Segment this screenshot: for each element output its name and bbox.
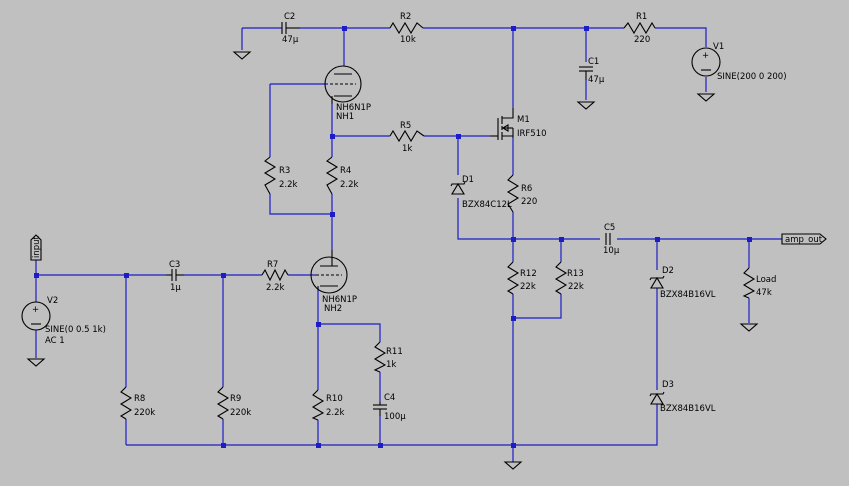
tube-nh1[interactable]: NH6N1P NH1	[324, 65, 371, 122]
d2-value: BZX84B16VL	[660, 290, 716, 300]
r13-value: 22k	[568, 282, 584, 292]
d3-name: D3	[662, 380, 674, 390]
v2-name: V2	[47, 296, 58, 306]
nh2-name: NH2	[324, 304, 342, 314]
resistor-r3[interactable]: R3 2.2k	[263, 156, 298, 195]
resistor-r13[interactable]: R13 22k	[554, 261, 584, 295]
resistor-r2[interactable]: R2 10k	[389, 12, 424, 45]
r2-name: R2	[400, 12, 411, 22]
c4-value: 100µ	[384, 412, 406, 422]
r6-value: 220	[521, 197, 537, 207]
capacitor-c2[interactable]: C2 47µ	[281, 12, 300, 45]
resistor-load[interactable]: Load 47k	[742, 267, 776, 299]
r1-value: 220	[634, 35, 650, 45]
tube-nh2[interactable]: NH6N1P NH2	[310, 250, 357, 314]
c5-name: C5	[604, 223, 615, 233]
c2-value: 47µ	[282, 35, 299, 45]
wires	[35, 27, 782, 462]
capacitor-c3[interactable]: C3 1µ	[166, 260, 184, 293]
port-input[interactable]: input	[30, 234, 42, 261]
c3-name: C3	[169, 260, 180, 270]
input-label: input	[32, 235, 42, 258]
voltage-source-v2[interactable]: + V2 SINE(0 0.5 1k) AC 1	[21, 296, 106, 346]
r9-value: 220k	[230, 408, 251, 418]
v1-plus: +	[702, 51, 709, 61]
r13-name: R13	[567, 269, 584, 279]
amp-out-label: amp_out	[785, 235, 823, 245]
resistor-r4[interactable]: R4 2.2k	[325, 156, 359, 195]
r11-name: R11	[386, 347, 403, 357]
r4-value: 2.2k	[340, 180, 359, 190]
c1-value: 47µ	[588, 75, 605, 85]
r10-name: R10	[326, 394, 343, 404]
nh1-name: NH1	[336, 112, 354, 122]
r8-name: R8	[134, 394, 145, 404]
voltage-source-v1[interactable]: + V1 SINE(200 0 200)	[691, 42, 787, 82]
v2-ac: AC 1	[45, 336, 65, 346]
c2-name: C2	[284, 12, 295, 22]
v2-value: SINE(0 0.5 1k)	[45, 325, 106, 335]
capacitor-c1[interactable]: C1 47µ	[579, 57, 605, 85]
r10-value: 2.2k	[326, 408, 345, 418]
m1-value: IRF510	[517, 129, 547, 139]
zener-d2[interactable]: D2 BZX84B16VL	[649, 266, 716, 300]
c4-name: C4	[384, 393, 395, 403]
r4-name: R4	[340, 166, 351, 176]
capacitor-c4[interactable]: C4 100µ	[373, 393, 406, 422]
resistor-r10[interactable]: R10 2.2k	[311, 389, 345, 421]
d2-name: D2	[662, 266, 674, 276]
v1-value: SINE(200 0 200)	[717, 72, 787, 82]
r5-name: R5	[400, 121, 411, 131]
r3-name: R3	[279, 166, 290, 176]
resistor-r7[interactable]: R7 2.2k	[261, 260, 289, 293]
r6-name: R6	[521, 184, 532, 194]
ground-symbols	[26, 51, 759, 470]
load-name: Load	[756, 275, 776, 285]
r3-value: 2.2k	[279, 180, 298, 190]
m1-name: M1	[517, 115, 530, 125]
d1-value: BZX84C12L	[462, 200, 512, 210]
c5-value: 10µ	[603, 246, 620, 256]
resistor-r8[interactable]: R8 220k	[119, 386, 155, 420]
mosfet-m1[interactable]: M1 IRF510	[490, 108, 547, 140]
capacitor-c5[interactable]: C5 10µ	[603, 223, 620, 256]
resistor-r12[interactable]: R12 22k	[506, 261, 537, 295]
zener-d3[interactable]: D3 BZX84B16VL	[649, 380, 716, 414]
c3-value: 1µ	[170, 283, 181, 293]
v2-plus: +	[32, 305, 39, 315]
r1-name: R1	[636, 12, 647, 22]
nh2-type: NH6N1P	[322, 295, 357, 305]
resistor-r9[interactable]: R9 220k	[216, 386, 251, 420]
resistor-r5[interactable]: R5 1k	[389, 121, 425, 154]
r7-name: R7	[267, 260, 278, 270]
r8-value: 220k	[134, 408, 155, 418]
r5-value: 1k	[402, 144, 412, 154]
r12-value: 22k	[520, 282, 536, 292]
resistor-r11[interactable]: R11 1k	[373, 341, 403, 373]
r2-value: 10k	[400, 35, 416, 45]
r12-name: R12	[520, 269, 537, 279]
r7-value: 2.2k	[266, 283, 285, 293]
c1-name: C1	[588, 57, 599, 67]
d1-name: D1	[462, 175, 474, 185]
load-value: 47k	[756, 288, 772, 298]
resistor-r6[interactable]: R6 220	[506, 174, 537, 213]
r11-value: 1k	[386, 360, 396, 370]
d3-value: BZX84B16VL	[660, 404, 716, 414]
port-amp-out[interactable]: amp_out	[781, 233, 827, 245]
nh1-type: NH6N1P	[336, 103, 371, 113]
v1-name: V1	[713, 42, 724, 52]
r9-name: R9	[230, 394, 241, 404]
resistor-r1[interactable]: R1 220	[623, 12, 656, 45]
junctions	[34, 26, 752, 448]
zener-d1[interactable]: D1 BZX84C12L	[450, 175, 512, 210]
